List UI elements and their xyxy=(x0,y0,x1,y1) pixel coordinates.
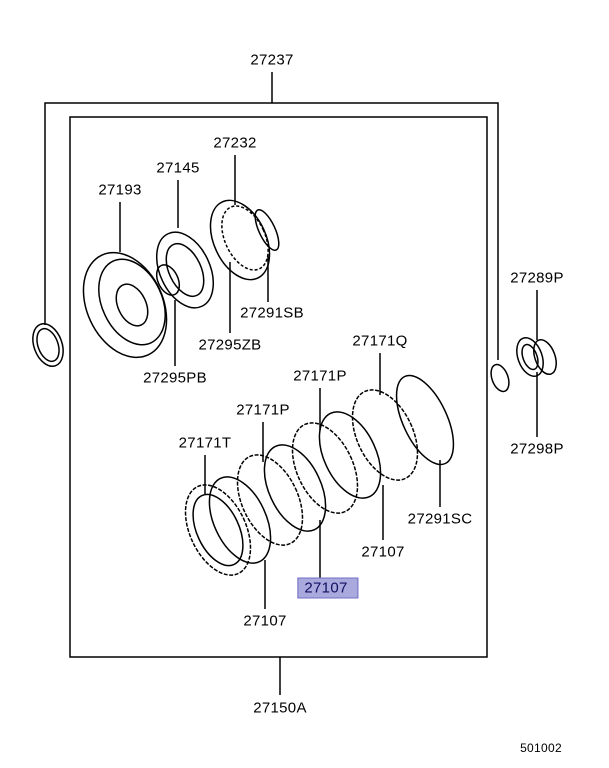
piston-27145 xyxy=(155,231,215,309)
label-27171T[interactable]: 27171T xyxy=(178,434,232,452)
figure-code: 501002 xyxy=(520,741,562,755)
seal-ring-right xyxy=(490,363,510,393)
plate-27171T xyxy=(184,484,252,576)
label-27291SB[interactable]: 27291SB xyxy=(240,304,304,322)
bearing-27289P xyxy=(516,337,544,377)
washer-27298P xyxy=(533,338,557,376)
label-27298P[interactable]: 27298P xyxy=(510,440,564,458)
label-27107-bottom[interactable]: 27107 xyxy=(243,612,287,630)
plate-27171Q xyxy=(351,389,419,481)
label-27107-highlighted[interactable]: 27107 xyxy=(297,577,359,599)
label-27232[interactable]: 27232 xyxy=(213,134,257,152)
label-27291SC[interactable]: 27291SC xyxy=(407,510,473,528)
label-27171P-lower[interactable]: 27171P xyxy=(236,401,290,419)
label-27193[interactable]: 27193 xyxy=(98,181,142,199)
snap-ring-27291SB xyxy=(254,209,280,251)
snap-ring-27291SC xyxy=(395,374,455,466)
plate-27171P-upper xyxy=(291,422,359,514)
label-27295ZB[interactable]: 27295ZB xyxy=(198,336,262,354)
label-27171Q[interactable]: 27171Q xyxy=(352,332,408,350)
label-27295PB[interactable]: 27295PB xyxy=(143,369,207,387)
label-27107-right[interactable]: 27107 xyxy=(361,543,405,561)
clutch-pack xyxy=(184,374,455,576)
label-27237[interactable]: 27237 xyxy=(250,51,294,69)
inner-assembly-box xyxy=(69,116,488,658)
plate-27171P-lower xyxy=(236,454,304,546)
label-27289P[interactable]: 27289P xyxy=(510,269,564,287)
label-27150A[interactable]: 27150A xyxy=(253,699,307,717)
drum-27232 xyxy=(209,199,271,281)
seal-ring-left xyxy=(32,323,64,367)
label-27145[interactable]: 27145 xyxy=(156,159,200,177)
label-27171P-upper[interactable]: 27171P xyxy=(293,367,347,385)
